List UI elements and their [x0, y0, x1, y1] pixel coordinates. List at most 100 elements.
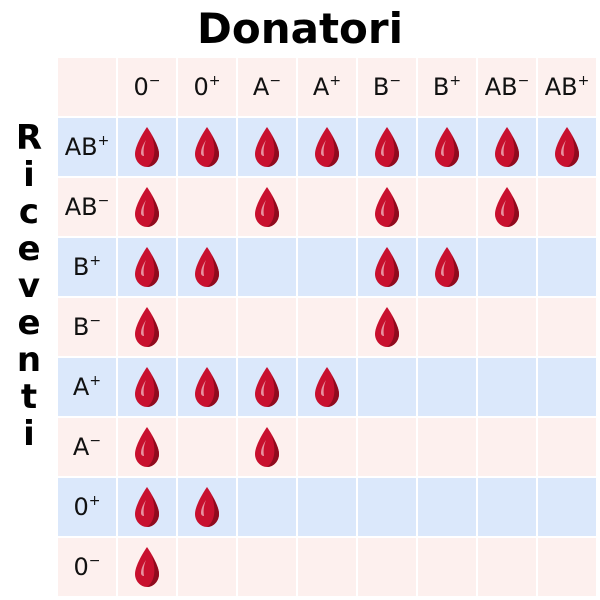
blood-drop-icon [255, 427, 279, 467]
compatibility-cell [538, 118, 598, 178]
blood-drop-icon [135, 127, 159, 167]
blood-drop-icon [375, 187, 399, 227]
compatibility-cell [118, 418, 178, 478]
compatibility-cell [238, 478, 298, 538]
recipient-header-cell: A− [58, 418, 118, 478]
blood-drop-icon [315, 367, 339, 407]
compatibility-cell [358, 358, 418, 418]
blood-drop-icon [195, 127, 219, 167]
compatibility-cell [358, 418, 418, 478]
compatibility-cell [298, 538, 358, 598]
compatibility-cell [178, 358, 238, 418]
compatibility-cell [298, 118, 358, 178]
recipient-label: A− [72, 433, 102, 461]
donor-header-cell: B+ [418, 58, 478, 118]
compatibility-cell [178, 478, 238, 538]
donor-header-cell: 0+ [178, 58, 238, 118]
compatibility-cell [298, 358, 358, 418]
blood-drop-icon [375, 247, 399, 287]
chart-title: Donatori [196, 4, 403, 53]
compatibility-cell [178, 298, 238, 358]
compatibility-cell [118, 238, 178, 298]
side-title-letter: e [17, 229, 41, 269]
compatibility-cell [358, 298, 418, 358]
compatibility-cell [538, 418, 598, 478]
recipient-header-cell: AB− [58, 178, 118, 238]
compatibility-cell [178, 418, 238, 478]
compatibility-grid: 0−0+A−A+B−B+AB−AB+AB+AB−B+B−A+A−0+0− [58, 58, 600, 600]
compatibility-cell [418, 118, 478, 178]
compatibility-cell [118, 298, 178, 358]
donor-label: A+ [312, 73, 342, 101]
blood-drop-icon [555, 127, 579, 167]
recipient-header-cell: B− [58, 298, 118, 358]
compatibility-cell [478, 298, 538, 358]
compatibility-cell [538, 298, 598, 358]
compatibility-cell [178, 538, 238, 598]
blood-drop-icon [135, 367, 159, 407]
side-title-letter: c [18, 192, 40, 232]
compatibility-cell [358, 478, 418, 538]
recipient-label: 0− [73, 553, 101, 581]
compatibility-cell [478, 118, 538, 178]
blood-drop-icon [495, 127, 519, 167]
compatibility-cell [538, 238, 598, 298]
donor-label: B− [372, 73, 402, 101]
blood-drop-icon [255, 127, 279, 167]
recipient-label: B+ [72, 253, 102, 281]
compatibility-cell [538, 538, 598, 598]
side-title-letter: i [23, 414, 35, 454]
blood-drop-icon [195, 247, 219, 287]
recipient-header-cell: A+ [58, 358, 118, 418]
donor-header-cell: AB+ [538, 58, 598, 118]
blood-drop-icon [375, 307, 399, 347]
donor-header-cell: A− [238, 58, 298, 118]
blood-drop-icon [435, 127, 459, 167]
blood-drop-icon [135, 187, 159, 227]
donor-label: 0+ [193, 73, 221, 101]
compatibility-cell [358, 178, 418, 238]
donor-header-cell: A+ [298, 58, 358, 118]
blood-drop-icon [195, 487, 219, 527]
compatibility-cell [478, 478, 538, 538]
compatibility-cell [298, 178, 358, 238]
blood-drop-icon [135, 247, 159, 287]
compatibility-cell [478, 178, 538, 238]
blood-drop-icon [255, 367, 279, 407]
recipient-label: AB+ [64, 133, 110, 161]
compatibility-cell [118, 178, 178, 238]
blood-drop-icon [195, 367, 219, 407]
blood-drop-icon [315, 127, 339, 167]
compatibility-cell [538, 358, 598, 418]
recipient-header-cell: B+ [58, 238, 118, 298]
donor-header-cell: AB− [478, 58, 538, 118]
blood-drop-icon [435, 247, 459, 287]
recipient-label: B− [72, 313, 102, 341]
compatibility-cell [238, 118, 298, 178]
blood-drop-icon [375, 127, 399, 167]
compatibility-cell [418, 538, 478, 598]
blood-drop-icon [255, 187, 279, 227]
donor-label: AB+ [544, 73, 590, 101]
compatibility-cell [478, 418, 538, 478]
compatibility-cell [358, 118, 418, 178]
compatibility-cell [358, 538, 418, 598]
compatibility-cell [118, 478, 178, 538]
blood-drop-icon [135, 547, 159, 587]
side-title-letter: i [23, 155, 35, 195]
donor-label: AB− [484, 73, 530, 101]
compatibility-cell [298, 298, 358, 358]
compatibility-cell [298, 418, 358, 478]
recipient-label: AB− [64, 193, 110, 221]
blood-drop-icon [135, 307, 159, 347]
side-title-letter: R [15, 118, 43, 158]
compatibility-cell [418, 478, 478, 538]
side-title-letter: n [16, 340, 42, 380]
donor-label: B+ [432, 73, 462, 101]
compatibility-cell [238, 358, 298, 418]
compatibility-cell [478, 538, 538, 598]
compatibility-cell [178, 178, 238, 238]
compatibility-cell [178, 238, 238, 298]
compatibility-cell [538, 478, 598, 538]
